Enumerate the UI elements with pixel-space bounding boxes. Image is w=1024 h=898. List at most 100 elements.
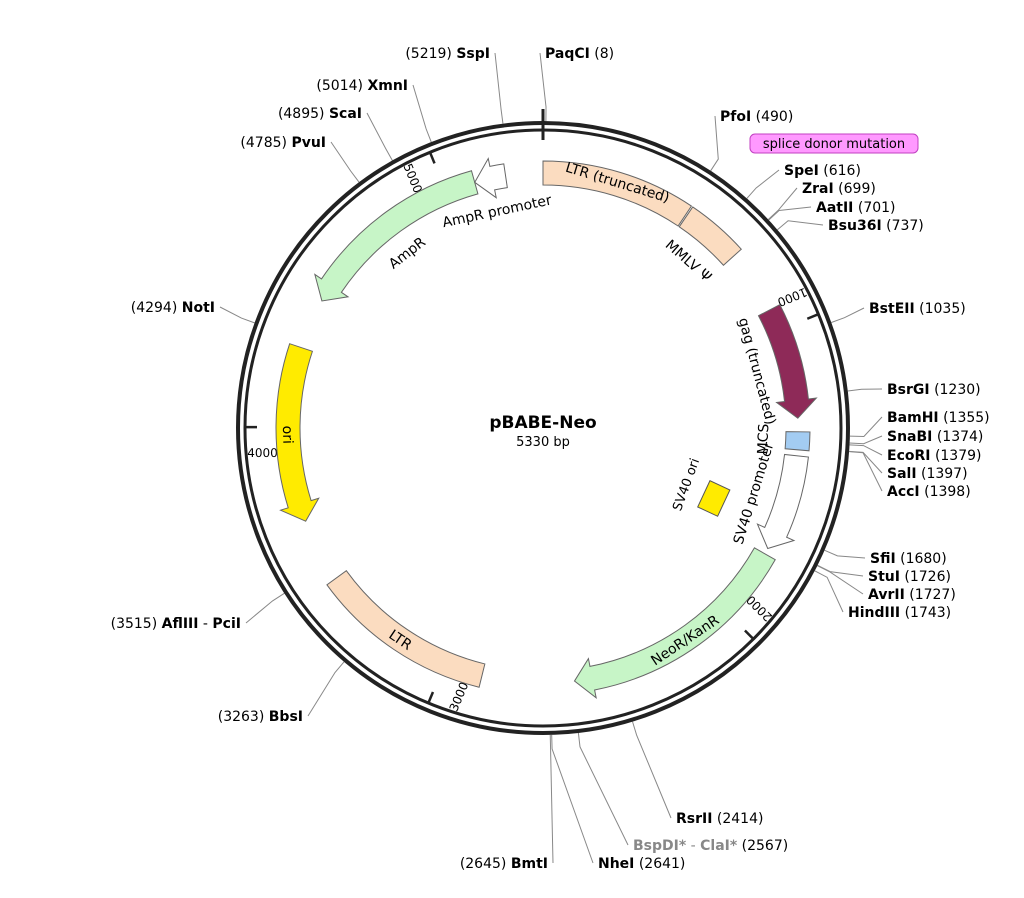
feature-ampr: [314, 170, 479, 302]
feature-label: ori: [279, 425, 295, 444]
site-position: (1035): [919, 301, 966, 317]
feature-neor-kanr: [573, 547, 776, 700]
site-leader: [849, 451, 883, 492]
site-leader: [817, 565, 864, 595]
plasmid-length: 5330 bp: [516, 435, 570, 450]
site-label-bsrgi: BsrGI (1230): [887, 382, 981, 398]
site-position: (1680): [900, 551, 947, 567]
site-leader: [817, 564, 864, 577]
site-position: (701): [858, 200, 896, 216]
site-position: (3263): [218, 709, 265, 725]
site-name: RsrII: [676, 811, 712, 827]
site-name: BspDI*: [633, 838, 687, 854]
site-position: (5014): [316, 78, 363, 94]
site-label-bsteii: BstEII (1035): [869, 301, 966, 317]
site-label-bspdi: BspDI* - ClaI* (2567): [633, 838, 788, 854]
site-leader: [494, 52, 504, 124]
site-leader: [746, 169, 780, 199]
site-separator: -: [198, 616, 212, 632]
site-leader: [777, 220, 824, 231]
site-label-bsu36i: Bsu36I (737): [828, 218, 924, 234]
site-name: PciI: [212, 616, 241, 632]
site-leader: [307, 661, 345, 717]
site-name: EcoRI: [887, 448, 930, 464]
site-separator: -: [686, 838, 700, 854]
tick-mark: [429, 152, 436, 164]
site-label-nhei: NheI (2641): [598, 856, 685, 872]
site-label-ecori: EcoRI (1379): [887, 448, 982, 464]
site-label-stui: StuI (1726): [868, 569, 951, 585]
site-position: (1379): [935, 448, 982, 464]
site-name: BmtI: [511, 856, 548, 872]
feature-mcs: [784, 431, 811, 452]
site-name: PvuI: [291, 135, 326, 151]
site-label-scai: (4895) ScaI: [278, 106, 362, 122]
site-name: SalI: [887, 466, 917, 482]
site-labels: PaqCI (8)(5219) SspI(5014) XmnI(4895) Sc…: [111, 46, 990, 872]
plasmid-name: pBABE-Neo: [489, 413, 596, 433]
site-label-zrai: ZraI (699): [802, 181, 876, 197]
site-leader: [831, 307, 865, 323]
sv40-ori-box: [697, 479, 731, 517]
site-label-pfoi: PfoI (490): [720, 109, 793, 125]
feature-mmlv-: [678, 206, 742, 266]
site-name: AatII: [816, 200, 853, 216]
site-name: ClaI*: [700, 838, 738, 854]
site-label-aatii: AatII (701): [816, 200, 896, 216]
feature-ori: [275, 343, 320, 522]
site-position: (616): [823, 163, 861, 179]
site-leader: [849, 450, 883, 474]
site-label-spei: SpeI (616): [784, 163, 861, 179]
site-name: ScaI: [329, 106, 362, 122]
site-name: SpeI: [784, 163, 819, 179]
site-name: HindIII: [848, 605, 900, 621]
site-position: (2641): [639, 856, 686, 872]
site-position: (4785): [240, 135, 287, 151]
site-position: (737): [886, 218, 924, 234]
site-name: Bsu36I: [828, 218, 882, 234]
site-leader: [551, 734, 594, 864]
site-name: BbsI: [269, 709, 303, 725]
site-leader: [577, 732, 629, 846]
site-name: BsrGI: [887, 382, 930, 398]
site-position: (1398): [924, 484, 971, 500]
site-name: BstEII: [869, 301, 915, 317]
site-leader: [412, 84, 432, 143]
splice-donor-label: splice donor mutation: [763, 137, 905, 152]
site-position: (4294): [131, 300, 178, 316]
site-name: AccI: [887, 484, 920, 500]
site-name: PaqCI: [545, 46, 590, 62]
site-position: (1726): [904, 569, 951, 585]
site-leader: [710, 115, 719, 172]
site-name: PfoI: [720, 109, 751, 125]
site-label-hindiii: HindIII (1743): [848, 605, 951, 621]
site-position: (1355): [943, 410, 990, 426]
site-name: NheI: [598, 856, 634, 872]
site-name: SfiI: [870, 551, 896, 567]
site-leader: [219, 306, 255, 324]
site-position: (1374): [937, 429, 984, 445]
site-label-bbsi: (3263) BbsI: [218, 709, 303, 725]
site-leader: [549, 734, 554, 864]
site-name: NotI: [182, 300, 215, 316]
site-label-afliii: (3515) AflIII - PciI: [111, 616, 241, 632]
site-position: (5219): [405, 46, 452, 62]
site-position: (3515): [111, 616, 158, 632]
site-leader: [632, 721, 672, 819]
site-leader: [849, 416, 883, 438]
site-position: (2567): [742, 838, 789, 854]
tick-mark: [806, 313, 818, 320]
site-name: AvrII: [868, 587, 905, 603]
site-leader-lines: [219, 52, 883, 864]
site-leader: [245, 592, 285, 624]
site-label-acci: AccI (1398): [887, 484, 971, 500]
site-position: (2645): [460, 856, 507, 872]
feature-label: MCS: [755, 423, 773, 455]
site-label-bmti: (2645) BmtI: [460, 856, 548, 872]
tick-label: 3000: [447, 680, 472, 714]
site-position: (8): [594, 46, 614, 62]
site-position: (1230): [934, 382, 981, 398]
sv40-ori-label: SV40 ori: [670, 457, 703, 514]
site-leader: [824, 549, 866, 559]
